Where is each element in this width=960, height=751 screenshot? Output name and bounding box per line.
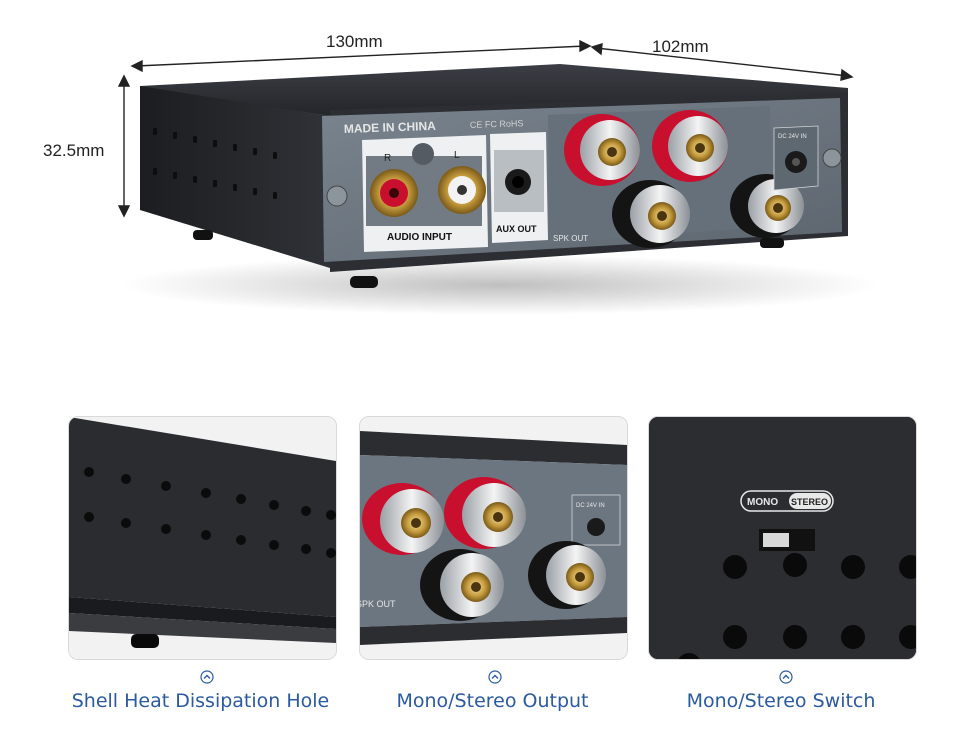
dc-in-label-zoom: DC 24V IN: [576, 503, 605, 509]
channel-l-label: L: [454, 150, 460, 161]
caption-mono-stereo-output: Mono/Stereo Output: [396, 690, 589, 712]
certification-marks: CE FC RoHS: [470, 118, 524, 130]
spk-out-label: SPK OUT: [553, 234, 588, 243]
speaker-terminal-red-1: [564, 114, 640, 186]
speaker-terminal-red-2: [652, 110, 728, 182]
heat-dissipation-panel: [68, 416, 337, 660]
chevron-up-icon: [488, 670, 502, 684]
depth-dimension-label: 102mm: [652, 37, 709, 56]
mono-stereo-output-panel: SPK OUT DC 24V IN: [359, 416, 628, 660]
width-dimension-label: 130mm: [326, 32, 383, 51]
dimension-lines: [117, 39, 854, 218]
caption-heat-dissipation: Shell Heat Dissipation Hole: [71, 690, 330, 712]
made-in-label: MADE IN CHINA: [344, 119, 437, 136]
chevron-up-icon: [200, 670, 214, 684]
speaker-terminal-black-2: [730, 174, 804, 238]
mono-label: MONO: [747, 497, 778, 508]
chevron-up-icon: [779, 670, 793, 684]
stereo-label: STEREO: [791, 497, 828, 507]
audio-input-label: AUDIO INPUT: [387, 232, 452, 243]
dc-in-label: DC 24V IN: [778, 134, 807, 140]
channel-r-label: R: [384, 153, 391, 164]
amplifier-product-image: MADE IN CHINA CE FC RoHS R L AUDIO INPUT…: [117, 39, 880, 315]
aux-out-label: AUX OUT: [496, 224, 537, 234]
mono-stereo-switch-panel: MONO STEREO: [648, 416, 917, 660]
rca-right-jack: [370, 169, 418, 217]
mono-stereo-slide-switch: [759, 529, 815, 551]
spk-out-label-zoom: SPK OUT: [360, 599, 396, 609]
rca-left-jack: [438, 166, 486, 214]
side-vent-holes: [153, 128, 277, 199]
height-dimension-label: 32.5mm: [43, 141, 105, 160]
speaker-terminal-black-1: [612, 180, 690, 248]
caption-mono-stereo-switch: Mono/Stereo Switch: [686, 690, 876, 712]
